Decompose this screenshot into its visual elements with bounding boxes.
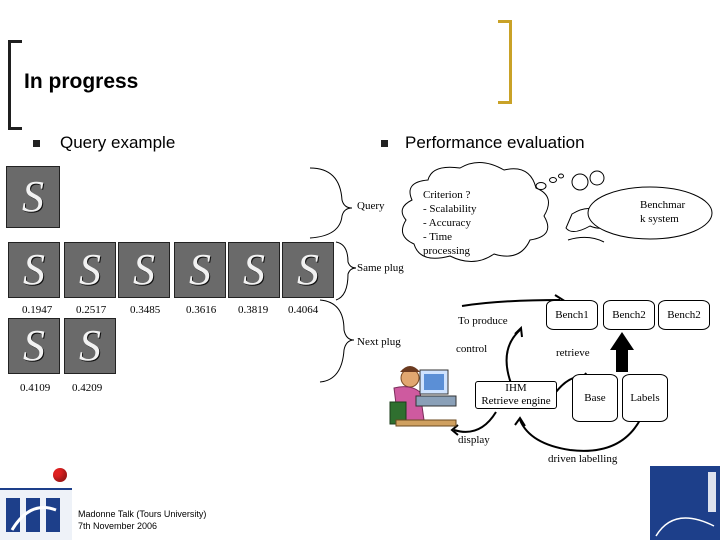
result-image[interactable]: S xyxy=(228,242,280,298)
bullet-icon xyxy=(381,140,388,147)
cloud-line: Criterion ? xyxy=(423,189,471,201)
driven-labelling-label: driven labelling xyxy=(548,453,618,465)
query-label: Query xyxy=(357,200,385,212)
labels-database[interactable]: Labels xyxy=(622,374,668,422)
to-produce-label: To produce xyxy=(458,315,508,327)
right-bracket-decoration xyxy=(498,20,512,104)
result-image[interactable]: S xyxy=(118,242,170,298)
criterion-cloud: Criterion ? - Scalability - Accuracy - T… xyxy=(423,188,476,258)
left-bracket-decoration xyxy=(8,40,22,130)
left-heading: Query example xyxy=(60,133,176,152)
retrieve-label: retrieve xyxy=(556,347,590,359)
similarity-score: 0.2517 xyxy=(76,304,107,316)
university-logo-right xyxy=(650,466,720,540)
bench2-database[interactable]: Bench2 xyxy=(658,300,710,330)
cloud-line: - Scalability xyxy=(423,203,477,215)
next-plug-label: Next plug xyxy=(357,336,401,348)
benchmark-line: Benchmar xyxy=(640,199,686,211)
query-image[interactable]: S xyxy=(6,166,60,228)
logo-right-icon xyxy=(655,472,716,537)
display-label: display xyxy=(458,434,490,446)
base-database[interactable]: Base xyxy=(572,374,618,422)
footer-line2: 7th November 2006 xyxy=(78,521,158,531)
result-image[interactable]: S xyxy=(64,318,116,374)
benchmark-system: Benchmar k system xyxy=(640,198,685,226)
similarity-score: 0.4209 xyxy=(72,382,103,394)
similarity-score: 0.3616 xyxy=(186,304,217,316)
result-image[interactable]: S xyxy=(8,318,60,374)
cloud-line: - Accuracy xyxy=(423,217,471,229)
cloud-line: - Time xyxy=(423,231,453,243)
university-logo-left xyxy=(0,488,72,540)
control-label: control xyxy=(456,343,488,355)
logo-left-icon xyxy=(6,498,60,532)
footer-line1: Madonne Talk (Tours University) xyxy=(78,509,207,519)
red-ball-icon xyxy=(53,468,67,482)
ihm-label: IHM xyxy=(505,382,527,394)
similarity-score: 0.1947 xyxy=(22,304,53,316)
result-image[interactable]: S xyxy=(8,242,60,298)
right-heading: Performance evaluation xyxy=(405,133,585,152)
similarity-score: 0.3819 xyxy=(238,304,269,316)
similarity-score: 0.4064 xyxy=(288,304,319,316)
slide-title: In progress xyxy=(24,70,139,93)
bench2-database[interactable]: Bench2 xyxy=(603,300,655,330)
footer-text: Madonne Talk (Tours University) 7th Nove… xyxy=(78,508,206,532)
result-image[interactable]: S xyxy=(174,242,226,298)
similarity-score: 0.4109 xyxy=(20,382,51,394)
cloud-line: processing xyxy=(423,245,471,257)
bullet-icon xyxy=(33,140,40,147)
same-plug-label: Same plug xyxy=(357,262,404,274)
retrieve-engine-label: Retrieve engine xyxy=(481,395,551,407)
ihm-retrieve-engine[interactable]: IHM Retrieve engine xyxy=(475,381,557,409)
result-image[interactable]: S xyxy=(282,242,334,298)
similarity-score: 0.3485 xyxy=(130,304,161,316)
result-image[interactable]: S xyxy=(64,242,116,298)
bench1-database[interactable]: Bench1 xyxy=(546,300,598,330)
benchmark-line: k system xyxy=(640,213,679,225)
